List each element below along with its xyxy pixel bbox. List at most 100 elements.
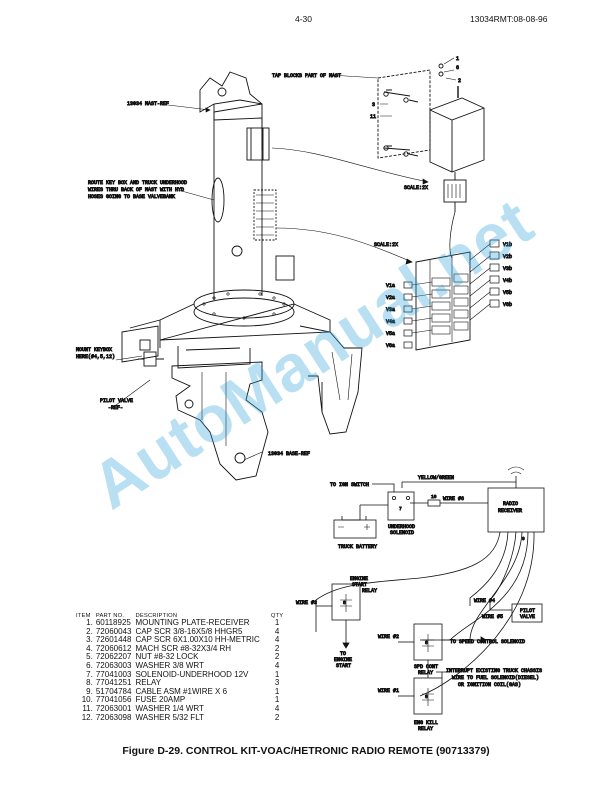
parts-qty: 1 xyxy=(274,686,280,696)
pilot-valve-line-2: VALVE xyxy=(520,614,535,620)
wire-5-label: WIRE #5 xyxy=(482,614,503,620)
wire-4-label: WIRE #4 xyxy=(474,598,495,604)
pilot-valve-line-1: PILOT xyxy=(520,608,535,614)
interrupt-note-line-3: OR IGNITION COIL(GAS) xyxy=(458,682,521,688)
parts-qty: 1 xyxy=(274,669,280,679)
box-number-solenoid: 7 xyxy=(399,506,402,512)
valve-labels-left: V1a V2a V3a V4a V5a V6a xyxy=(386,283,396,350)
valvebank-detail xyxy=(403,239,500,351)
underhood-solenoid-line-2: SOLENOID xyxy=(390,530,414,536)
parts-qty: 2 xyxy=(274,643,280,653)
parts-part-number: 72060043 xyxy=(95,626,132,636)
box-number-fuse: 10 xyxy=(431,494,437,500)
parts-item-number: 6. xyxy=(86,660,93,670)
engine-start-relay-line-1: ENGINE xyxy=(350,576,368,582)
parts-part-number: 72063001 xyxy=(95,703,132,713)
radio-receiver-assembly xyxy=(377,63,485,259)
parts-qty: 4 xyxy=(274,703,280,713)
parts-description: WASHER 3/8 WRT xyxy=(135,660,204,670)
radio-receiver-line-1: RADIO xyxy=(503,501,518,507)
parts-item-number: 4. xyxy=(86,643,93,653)
figure-caption: Figure D-29. CONTROL KIT-VOAC/HETRONIC R… xyxy=(122,745,490,757)
parts-qty: 2 xyxy=(274,652,280,662)
wire-3-label: WIRE #3 xyxy=(296,600,317,606)
parts-qty: 1 xyxy=(274,618,280,627)
route-note-line-2: WIRES THRU BACK OF MAST WITH HYD xyxy=(88,187,184,193)
scale-label-2: SCALE:2X xyxy=(374,242,398,248)
parts-part-number: 72060612 xyxy=(95,643,132,653)
valve-label-v3b: V3b xyxy=(503,266,512,272)
page-number: 4-30 xyxy=(295,14,313,24)
parts-part-number: 72062207 xyxy=(95,652,132,662)
parts-item-number: 5. xyxy=(86,652,93,662)
item-number-2: 2 xyxy=(458,78,461,84)
route-note-line-3: HOSES GOING TO BASE VALVEBANK xyxy=(88,194,175,200)
mount-keybox-line-2: HERE(#4,5,12) xyxy=(76,354,115,360)
to-engine-start-line-2: ENGINE xyxy=(334,657,352,663)
valve-label-v5b: V5b xyxy=(503,290,512,296)
interrupt-note-line-1: INTERRUPT EXISTING TRUCK CHASSIS xyxy=(446,668,542,674)
parts-item-number: 8. xyxy=(86,678,93,688)
wire-2-label: WIRE #2 xyxy=(378,634,399,640)
parts-part-number: 51704784 xyxy=(95,686,132,696)
valve-label-v6b: V6b xyxy=(503,302,512,308)
parts-description: SOLENOID-UNDERHOOD 12V xyxy=(135,669,249,679)
parts-description: NUT #8-32 LOCK xyxy=(135,652,199,662)
parts-qty: 4 xyxy=(274,635,280,645)
valve-label-v4b: V4b xyxy=(503,278,512,284)
box-number-cable: 9 xyxy=(522,536,525,542)
parts-item-number: 10. xyxy=(81,695,93,705)
parts-description: MACH SCR #8-32X3/4 RH xyxy=(135,643,232,653)
wire-6-label: WIRE #6 xyxy=(443,496,464,502)
parts-description: MOUNTING PLATE-RECEIVER xyxy=(135,618,250,627)
parts-part-number: 72063098 xyxy=(95,712,132,722)
item-number-6: 6 xyxy=(456,65,459,71)
underhood-solenoid-line-1: UNDERHOOD xyxy=(388,524,415,530)
valve-label-v3a: V3a xyxy=(386,307,395,313)
truck-battery-label: TRUCK BATTERY xyxy=(338,544,377,550)
parts-qty: 4 xyxy=(274,660,280,670)
parts-description: CAP SCR 3/8-16X5/8 HHGR5 xyxy=(135,626,243,636)
parts-description: RELAY xyxy=(135,678,162,688)
valve-label-v1a: V1a xyxy=(386,283,395,289)
wire-1-label: WIRE #1 xyxy=(378,688,399,694)
to-engine-start-line-1: TO xyxy=(340,651,346,657)
parts-description: CABLE ASM #1WIRE X 6 xyxy=(135,686,228,696)
item-number-1: 1 xyxy=(456,56,459,62)
crane-mast-drawing xyxy=(121,71,363,481)
header-item: ITEM xyxy=(76,613,91,619)
item-number-3: 3 xyxy=(372,102,375,108)
radio-receiver-line-2: RECEIVER xyxy=(498,508,522,514)
leader-lines xyxy=(111,57,457,461)
parts-item-number: 3. xyxy=(86,635,93,645)
box-number-kill-relay: 8 xyxy=(425,694,428,700)
parts-description: WASHER 1/4 WRT xyxy=(135,703,204,713)
parts-description: WASHER 5/32 FLT xyxy=(135,712,204,722)
parts-qty: 2 xyxy=(274,712,280,722)
base-ref-label: 13034 BASE-REF xyxy=(268,451,310,457)
tap-blocks-label: TAP BLOCKS PART OF MAST xyxy=(272,73,341,79)
pilot-valve-ref-line-2: -REF- xyxy=(108,405,123,411)
yellow-green-label: YELLOW/GREEN xyxy=(418,475,454,481)
mount-keybox-line-1: MOUNT KEYBOX xyxy=(76,347,112,353)
parts-part-number: 60118925 xyxy=(95,618,131,627)
parts-part-number: 72063003 xyxy=(95,660,132,670)
mast-ref-label: 13034 MAST-REF xyxy=(127,101,169,107)
eng-kill-relay-line-2: RELAY xyxy=(418,726,433,732)
valve-label-v1b: V1b xyxy=(503,242,512,248)
parts-part-number: 72601448 xyxy=(95,635,132,645)
scale-label-1: SCALE:2X xyxy=(404,185,428,191)
parts-item-number: 12. xyxy=(81,712,93,722)
box-number-spd-relay: 8 xyxy=(425,640,428,646)
